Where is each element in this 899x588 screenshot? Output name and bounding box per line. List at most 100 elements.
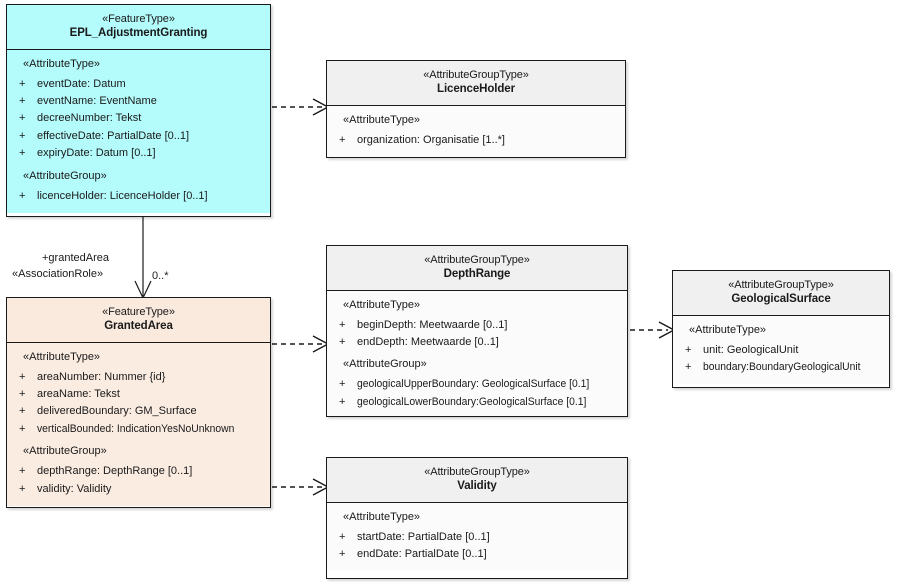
class-box-granted-area[interactable]: «FeatureType» GrantedArea «AttributeType…	[6, 297, 271, 508]
attribute-row: + deliveredBoundary: GM_Surface	[7, 403, 270, 420]
attribute-row: + beginDepth: Meetwaarde [0..1]	[327, 317, 627, 334]
attribute-row: + geologicalUpperBoundary: GeologicalSur…	[327, 376, 627, 393]
attribute-signature: boundary:BoundaryGeologicalUnit	[703, 361, 861, 374]
attribute-visibility: +	[19, 405, 26, 418]
attribute-signature: validity: Validity	[37, 482, 112, 495]
class-header-depth-range: «AttributeGroupType» DepthRange	[327, 246, 627, 291]
compartment-label: «AttributeType»	[689, 323, 767, 336]
attribute-signature: eventName: EventName	[37, 95, 157, 108]
attribute-row: + effectiveDate: PartialDate [0..1]	[7, 128, 270, 145]
class-name: EPL_AdjustmentGranting	[69, 27, 208, 40]
attribute-visibility: +	[19, 129, 26, 142]
class-header-licence-holder: «AttributeGroupType» LicenceHolder	[327, 61, 625, 106]
attribute-signature: decreeNumber: Tekst	[37, 112, 142, 125]
attribute-row: + decreeNumber: Tekst	[7, 110, 270, 127]
attribute-row: + boundary:BoundaryGeologicalUnit	[673, 359, 889, 376]
attribute-row: + eventName: EventName	[7, 93, 270, 110]
attribute-signature: licenceHolder: LicenceHolder [0..1]	[37, 189, 208, 202]
class-body-validity: «AttributeType» + startDate: PartialDate…	[327, 502, 627, 572]
class-body-depth-range: «AttributeType» + beginDepth: Meetwaarde…	[327, 290, 627, 416]
attribute-signature: startDate: PartialDate [0..1]	[357, 530, 490, 543]
attribute-signature: verticalBounded: IndicationYesNoUnknown	[37, 422, 235, 435]
class-box-geological-surface[interactable]: «AttributeGroupType» GeologicalSurface «…	[672, 270, 890, 388]
class-name: Validity	[457, 480, 497, 493]
association-granting-to-grantedarea	[134, 217, 152, 300]
attribute-row: + depthRange: DepthRange [0..1]	[7, 463, 270, 480]
attribute-signature: areaNumber: Nummer {id}	[37, 370, 166, 383]
dependency-grantedarea-to-validity	[272, 478, 330, 496]
compartment-label: «AttributeType»	[343, 510, 421, 523]
compartment-label: «AttributeType»	[23, 57, 101, 70]
attribute-signature: organization: Organisatie [1..*]	[357, 133, 505, 146]
class-box-licence-holder[interactable]: «AttributeGroupType» LicenceHolder «Attr…	[326, 60, 626, 158]
class-name: DepthRange	[443, 268, 511, 281]
class-body-geological-surface: «AttributeType» + unit: GeologicalUnit +…	[673, 315, 889, 385]
association-role-name: +grantedArea	[42, 252, 109, 264]
attribute-row: + areaNumber: Nummer {id}	[7, 369, 270, 386]
attribute-row: + eventDate: Datum	[7, 76, 270, 93]
class-stereotype: «FeatureType»	[102, 13, 175, 25]
class-name: GeologicalSurface	[731, 293, 831, 306]
class-stereotype: «AttributeGroupType»	[423, 69, 529, 81]
attribute-visibility: +	[19, 77, 26, 90]
attribute-row: + endDepth: Meetwaarde [0..1]	[327, 334, 627, 351]
attribute-row: + organization: Organisatie [1..*]	[327, 132, 625, 149]
attribute-row: + areaName: Tekst	[7, 386, 270, 403]
class-box-validity[interactable]: «AttributeGroupType» Validity «Attribute…	[326, 457, 628, 579]
class-header-granted-area: «FeatureType» GrantedArea	[7, 298, 270, 343]
attribute-visibility: +	[339, 530, 346, 543]
class-header-geological-surface: «AttributeGroupType» GeologicalSurface	[673, 271, 889, 316]
attribute-signature: geologicalLowerBoundary:GeologicalSurfac…	[357, 395, 587, 408]
attribute-signature: endDepth: Meetwaarde [0..1]	[357, 336, 499, 349]
attribute-visibility: +	[685, 361, 692, 374]
dependency-depthrange-to-geologicalsurface	[630, 321, 676, 339]
attribute-signature: effectiveDate: PartialDate [0..1]	[37, 129, 190, 142]
compartment-label: «AttributeType»	[23, 350, 101, 363]
class-header-validity: «AttributeGroupType» Validity	[327, 458, 627, 503]
attribute-visibility: +	[339, 336, 346, 349]
class-body-granted-area: «AttributeType» + areaNumber: Nummer {id…	[7, 342, 270, 506]
attribute-signature: endDate: PartialDate [0..1]	[357, 548, 487, 561]
attribute-visibility: +	[19, 388, 26, 401]
attribute-visibility: +	[685, 343, 692, 356]
association-multiplicity: 0..*	[152, 270, 169, 282]
attribute-row: + startDate: PartialDate [0..1]	[327, 529, 627, 546]
attribute-signature: unit: GeologicalUnit	[703, 343, 799, 356]
compartment-label: «AttributeGroup»	[23, 445, 107, 458]
attribute-visibility: +	[19, 95, 26, 108]
attribute-row: + verticalBounded: IndicationYesNoUnknow…	[7, 421, 270, 438]
attribute-visibility: +	[339, 133, 346, 146]
attribute-row: + unit: GeologicalUnit	[673, 342, 889, 359]
class-header-epl-adjustment-granting: «FeatureType» EPL_AdjustmentGranting	[7, 5, 270, 50]
class-stereotype: «AttributeGroupType»	[424, 466, 530, 478]
class-body-epl-adjustment-granting: «AttributeType» + eventDate: Datum + eve…	[7, 49, 270, 213]
attribute-row: + geologicalLowerBoundary:GeologicalSurf…	[327, 394, 627, 411]
attribute-row: + endDate: PartialDate [0..1]	[327, 546, 627, 563]
attribute-row: + licenceHolder: LicenceHolder [0..1]	[7, 188, 270, 205]
class-body-licence-holder: «AttributeType» + organization: Organisa…	[327, 105, 625, 157]
attribute-signature: geologicalUpperBoundary: GeologicalSurfa…	[357, 378, 590, 391]
compartment-label: «AttributeType»	[343, 113, 421, 126]
class-box-epl-adjustment-granting[interactable]: «FeatureType» EPL_AdjustmentGranting «At…	[6, 4, 271, 217]
attribute-visibility: +	[19, 189, 26, 202]
attribute-visibility: +	[19, 112, 26, 125]
attribute-signature: eventDate: Datum	[37, 77, 126, 90]
attribute-visibility: +	[339, 318, 346, 331]
attribute-visibility: +	[339, 378, 346, 391]
attribute-signature: areaName: Tekst	[37, 388, 120, 401]
attribute-visibility: +	[19, 370, 26, 383]
attribute-visibility: +	[339, 395, 346, 408]
association-role-stereotype: «AssociationRole»	[12, 268, 104, 280]
class-stereotype: «AttributeGroupType»	[424, 254, 530, 266]
class-box-depth-range[interactable]: «AttributeGroupType» DepthRange «Attribu…	[326, 245, 628, 417]
dependency-grantedarea-to-depthrange	[272, 335, 330, 353]
class-stereotype: «AttributeGroupType»	[728, 279, 834, 291]
class-name: GrantedArea	[104, 320, 173, 333]
class-name: LicenceHolder	[437, 83, 515, 96]
dependency-granting-to-licenceholder	[272, 98, 330, 116]
compartment-label: «AttributeGroup»	[343, 358, 427, 371]
compartment-label: «AttributeType»	[343, 298, 421, 311]
attribute-visibility: +	[339, 548, 346, 561]
class-stereotype: «FeatureType»	[102, 306, 175, 318]
